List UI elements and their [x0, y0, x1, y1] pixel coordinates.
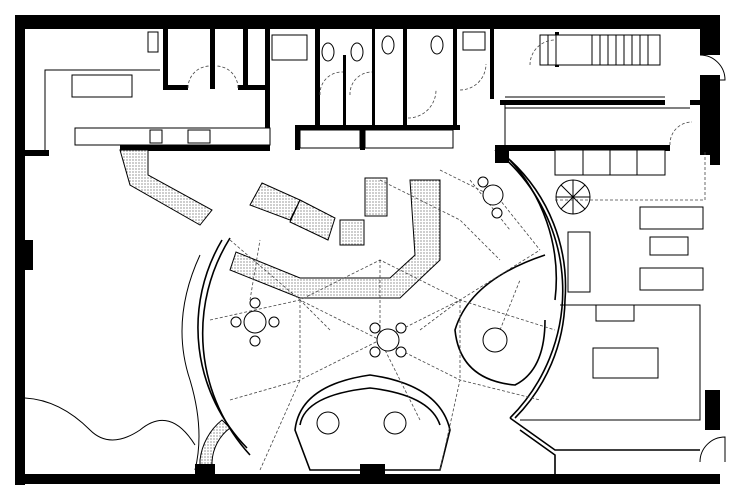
sink-icon	[149, 129, 163, 144]
sink-icon	[462, 31, 486, 51]
bar-counters	[119, 149, 441, 475]
dome-structure	[195, 145, 567, 476]
exterior-walls	[15, 15, 720, 485]
door-swing-icon	[187, 39, 726, 463]
table-icon	[243, 310, 267, 334]
toilet-icon	[381, 35, 395, 55]
lounge	[509, 149, 706, 474]
toilet-icon	[430, 35, 444, 55]
sink-icon	[147, 31, 159, 53]
sink-icon	[187, 129, 211, 144]
table-icon	[376, 328, 400, 352]
interior-walls	[120, 29, 700, 151]
table-icon	[71, 74, 133, 98]
spiral-stair-icon	[555, 179, 591, 215]
table-icon	[592, 347, 659, 379]
sofa-icon	[639, 206, 704, 230]
table-icon	[482, 184, 504, 206]
room-outlines	[44, 31, 690, 150]
stair-icon	[539, 34, 661, 66]
dining-sets	[230, 176, 508, 435]
toilet-icon	[350, 42, 364, 62]
floor-finish-line	[24, 397, 196, 446]
sofa-icon	[639, 267, 704, 291]
table-icon	[649, 236, 689, 256]
table-icon	[482, 327, 508, 353]
floor-finish-line	[181, 254, 201, 471]
toilet-icon	[321, 42, 335, 62]
